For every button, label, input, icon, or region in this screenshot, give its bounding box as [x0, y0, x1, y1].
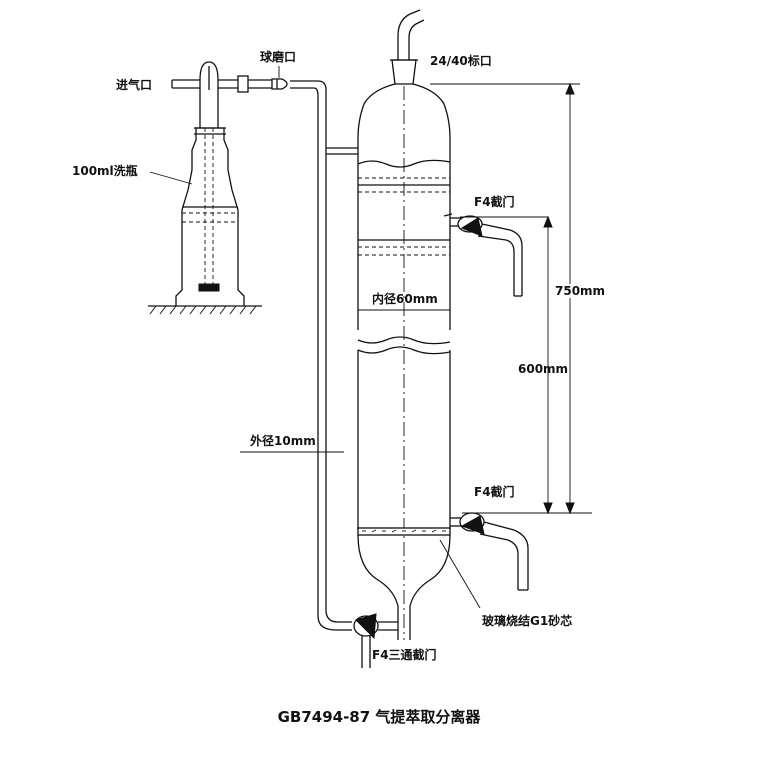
ground-joint-label: 球磨口 — [260, 50, 297, 64]
figure-caption: GB7494-87 气提萃取分离器 — [277, 708, 481, 726]
lower-stopcock — [450, 512, 592, 591]
top-joint-label: 24/40标口 — [430, 54, 492, 68]
three-way-stopcock — [353, 613, 398, 668]
stopcock-upper-label: F4截门 — [474, 195, 515, 209]
outer-diameter-label: 外径10mm — [250, 434, 316, 448]
dim-600-label: 600mm — [518, 362, 569, 376]
wash-bottle — [148, 61, 352, 631]
frit-label: 玻璃烧结G1砂芯 — [482, 614, 573, 628]
three-way-label: F4三通截门 — [372, 648, 437, 662]
dimension-750 — [430, 82, 580, 515]
dim-750-label: 750mm — [555, 284, 606, 298]
inlet-label: 进气口 — [116, 78, 153, 92]
dimension-600 — [543, 215, 553, 515]
wash-bottle-label: 100ml洗瓶 — [72, 164, 138, 178]
main-column — [326, 9, 481, 640]
upper-stopcock — [443, 213, 548, 297]
inner-diameter-label: 内径60mm — [372, 292, 438, 306]
stopcock-lower-label: F4截门 — [474, 485, 515, 499]
